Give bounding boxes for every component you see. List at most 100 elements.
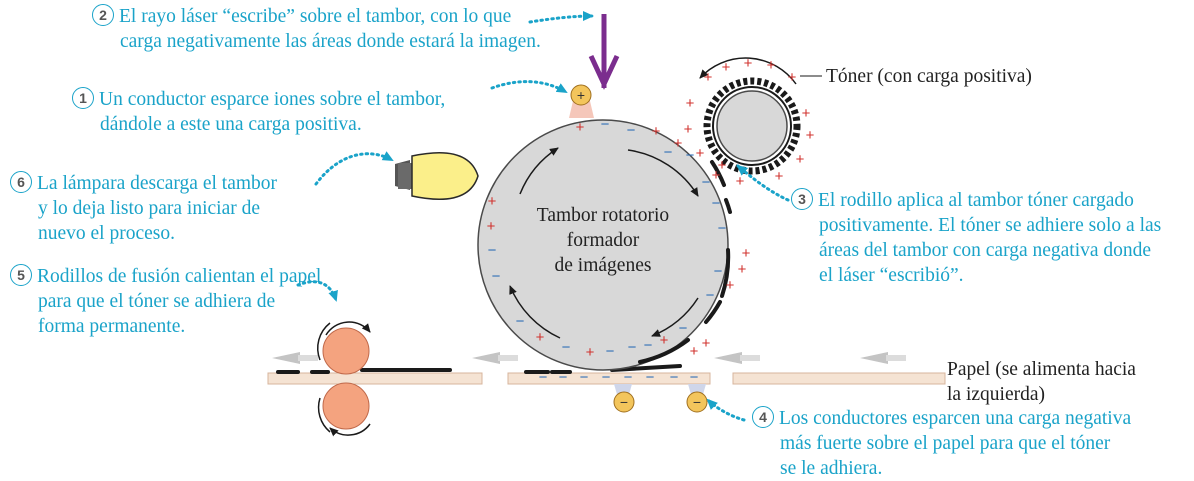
negative-charge: −	[516, 313, 525, 330]
callout-arrow-6	[314, 151, 394, 186]
positive-charge: +	[726, 277, 735, 294]
positive-charge: +	[684, 121, 693, 138]
callout-arrows	[296, 11, 790, 422]
positive-charge: +	[775, 168, 784, 185]
negative-charge: −	[646, 369, 655, 386]
paper-left	[267, 372, 483, 385]
rotation-arrow-icon	[317, 397, 331, 433]
fused-toner	[276, 364, 682, 374]
positive-charge: +	[702, 335, 711, 352]
positive-charge: +	[718, 157, 727, 174]
negative-charge: −	[628, 339, 637, 356]
positive-charge: +	[704, 69, 713, 86]
negative-charge: −	[690, 369, 699, 386]
negative-charge: −	[670, 369, 679, 386]
paper-right	[732, 372, 946, 385]
paper-label: Papel (se alimenta hacia la izquierda)	[947, 359, 1136, 405]
positive-charge: +	[712, 167, 721, 184]
negative-charge: −	[627, 122, 636, 139]
callout-arrow-4	[706, 398, 746, 422]
callout-arrow-1	[490, 80, 568, 94]
positive-charge: +	[802, 105, 811, 122]
positive-charge: +	[674, 135, 683, 152]
positive-charge: +	[696, 145, 705, 162]
callout-arrow-3	[736, 164, 790, 202]
feed-arrow-icon	[714, 352, 742, 364]
negative-charge: −	[539, 369, 548, 386]
positive-charge: +	[536, 329, 545, 346]
positive-charge: +	[660, 332, 669, 349]
feed-arrow-icon	[472, 352, 500, 364]
positive-charge: +	[586, 344, 595, 361]
positive-charge: +	[576, 119, 585, 136]
rotation-arrow-icon	[699, 57, 797, 85]
positive-charge: +	[738, 261, 747, 278]
drum-rotation-arrows	[509, 147, 699, 339]
feed-arrow-icon	[272, 352, 300, 364]
negative-charge: −	[562, 339, 571, 356]
fuser-roller-bottom	[322, 382, 370, 430]
charge-corona: +	[569, 84, 594, 118]
drum	[477, 119, 729, 371]
positive-charge: +	[722, 59, 731, 76]
toner-label: Tóner (con carga positiva)	[826, 66, 1032, 87]
positive-charge: +	[742, 245, 751, 262]
positive-charge: +	[652, 123, 661, 140]
step-number: 3	[791, 188, 813, 210]
negative-charge: −	[714, 263, 723, 280]
svg-text:−: −	[620, 394, 628, 410]
negative-charge: −	[580, 369, 589, 386]
positive-charge: +	[487, 218, 496, 235]
paper-middle	[507, 372, 711, 385]
negative-charge: −	[664, 144, 673, 161]
rotation-arrow-icon	[329, 423, 371, 437]
positive-charge: +	[806, 127, 815, 144]
negative-charge: −	[602, 369, 611, 386]
negative-charge: −	[624, 369, 633, 386]
drum-label: Tambor rotatorio formador de imágenes	[536, 205, 670, 276]
drum-toner	[638, 160, 732, 364]
fuser-rollers	[317, 321, 371, 437]
step-number: 2	[92, 4, 114, 26]
negative-charge: −	[606, 343, 615, 360]
negative-charge: −	[601, 116, 610, 133]
feed-arrow-icon	[860, 352, 888, 364]
negative-charge: −	[712, 195, 721, 212]
callout-arrow-5	[296, 280, 338, 302]
positive-charge: +	[488, 193, 497, 210]
charge-symbols: +−−++−−−−−−−−+−−−+−+−++−−+++++++++++++++…	[487, 55, 815, 386]
negative-charge: −	[706, 287, 715, 304]
rotation-arrow-icon	[317, 322, 331, 361]
negative-charge: −	[679, 320, 688, 337]
lamp-icon	[395, 152, 479, 200]
svg-text:−: −	[693, 394, 701, 410]
positive-charge: +	[690, 343, 699, 360]
negative-charge: −	[559, 369, 568, 386]
step-number: 1	[72, 87, 94, 109]
negative-charge: −	[686, 147, 695, 164]
positive-charge: +	[796, 151, 805, 168]
toner-roller	[699, 57, 822, 175]
negative-charge: −	[644, 337, 653, 354]
positive-charge: +	[767, 57, 776, 74]
rotation-arrow-icon	[325, 321, 371, 336]
positive-charge: +	[736, 173, 745, 190]
paper-feed-arrows	[272, 352, 906, 364]
negative-charge: −	[702, 174, 711, 191]
step-number: 5	[10, 264, 32, 286]
step-number: 4	[752, 406, 774, 428]
positive-charge: +	[788, 69, 797, 86]
positive-charge: +	[744, 55, 753, 72]
laser-beam	[588, 14, 620, 90]
transfer-coronas: − −	[613, 384, 708, 413]
svg-text:+: +	[577, 87, 585, 103]
negative-charge: −	[718, 220, 727, 237]
paper-sheets	[267, 372, 946, 385]
